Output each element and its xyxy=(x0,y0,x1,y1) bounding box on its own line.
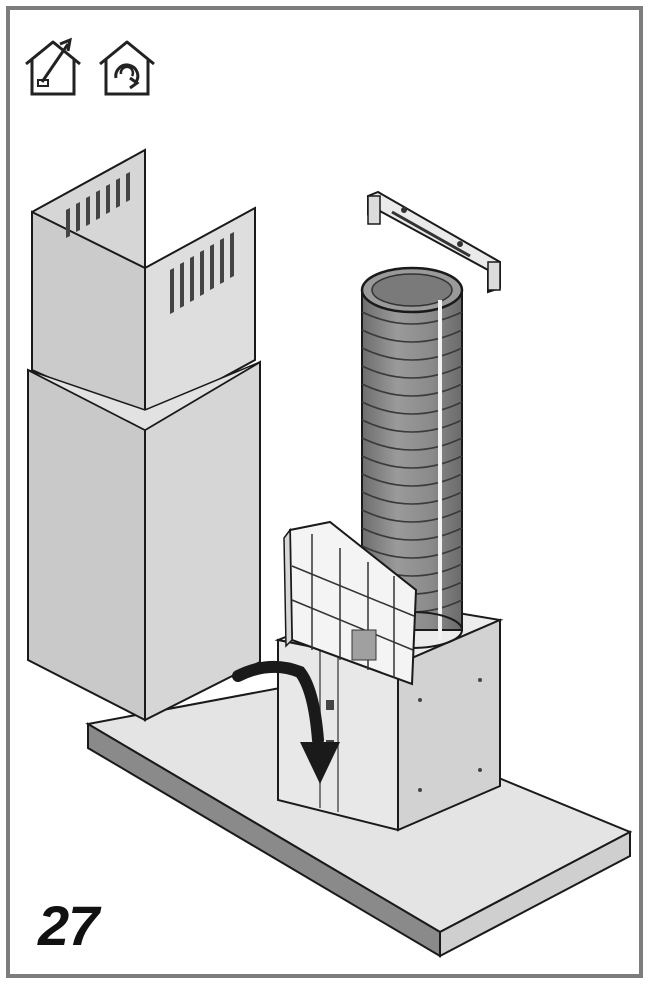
step-number: 27 xyxy=(38,894,99,957)
house-ducted-exhaust-icon xyxy=(20,34,86,100)
chimney-vents xyxy=(66,172,234,314)
insert-direction-arrow xyxy=(232,660,340,784)
house-recirculation-icon xyxy=(94,34,160,100)
grease-filter xyxy=(283,520,418,686)
chimney-cover xyxy=(27,148,261,722)
wall-bracket xyxy=(367,190,501,294)
mode-icons xyxy=(16,34,166,100)
